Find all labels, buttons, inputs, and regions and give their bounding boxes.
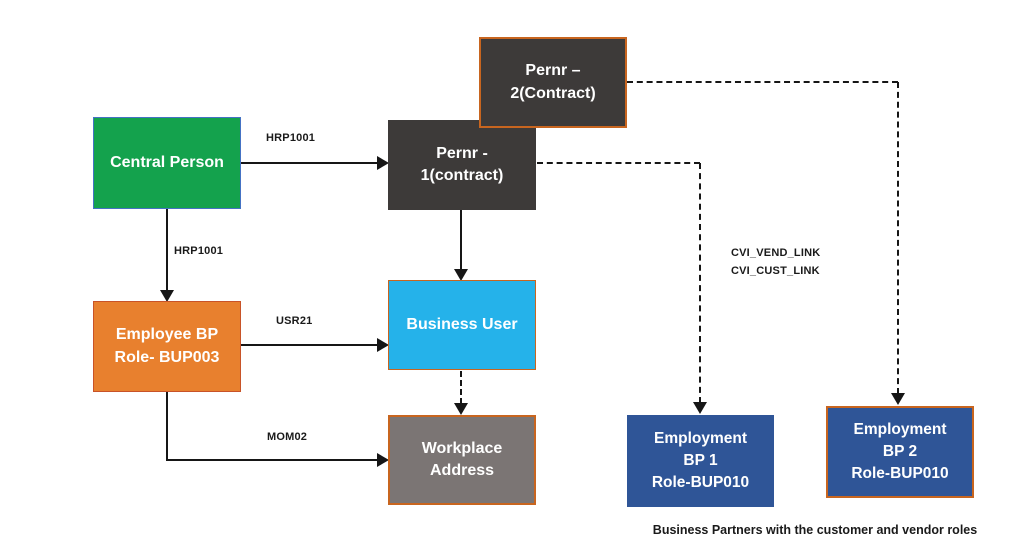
arrowhead-right-icon — [377, 338, 389, 352]
arrowhead-down-icon — [454, 269, 468, 281]
node-pernr-2-contract: Pernr – 2(Contract) — [479, 37, 627, 128]
node-label: Pernr - — [436, 144, 488, 162]
node-business-user: Business User — [388, 280, 536, 370]
node-label: Role-BUP010 — [851, 465, 949, 482]
node-label: Address — [429, 462, 495, 479]
arrowhead-right-icon — [377, 156, 389, 170]
node-label: Workplace — [421, 439, 503, 457]
node-label: 1(contract) — [420, 167, 504, 184]
edge-pernr1-to-employment-bp1-horizontal-dashed — [537, 162, 700, 164]
edge-pernr2-to-employment-bp2-vertical-dashed — [897, 82, 899, 394]
node-label: Role-BUP010 — [651, 474, 750, 491]
edge-label-cvi-vend-link: CVI_VEND_LINK — [731, 247, 821, 259]
arrowhead-down-icon — [160, 290, 174, 302]
node-pernr-1-contract: Pernr - 1(contract) — [388, 120, 536, 210]
edge-central-person-to-pernr1 — [241, 162, 379, 164]
node-label: BP 1 — [683, 452, 718, 469]
node-label: Employment — [653, 430, 747, 447]
edge-pernr1-to-employment-bp1-vertical-dashed — [699, 163, 701, 403]
node-label: Central Person — [110, 153, 224, 171]
edge-central-person-to-employee-bp — [166, 209, 168, 293]
edge-label-cvi-links: CVI_VEND_LINK CVI_CUST_LINK — [731, 245, 820, 280]
arrowhead-down-icon — [891, 393, 905, 405]
node-employment-bp1-role-bup010: Employment BP 1 Role-BUP010 — [627, 415, 774, 507]
edge-label-hrp1001-left: HRP1001 — [174, 245, 224, 257]
arrowhead-right-icon — [377, 453, 389, 467]
node-label: Business User — [406, 315, 518, 333]
node-central-person: Central Person — [93, 117, 241, 209]
node-label: BP 2 — [882, 443, 918, 460]
node-employee-bp-role-bup003: Employee BP Role- BUP003 — [93, 301, 241, 392]
node-label: Employment — [853, 421, 947, 438]
edge-employee-bp-to-workplace-horizontal — [166, 459, 379, 461]
edge-business-user-to-workplace-dashed — [460, 371, 462, 404]
diagram-caption: Business Partners with the customer and … — [652, 523, 978, 537]
edge-pernr2-to-employment-bp2-horizontal-dashed — [627, 81, 898, 83]
node-label: Pernr – — [525, 62, 581, 80]
arrowhead-down-icon — [454, 403, 468, 415]
edge-label-cvi-cust-link: CVI_CUST_LINK — [731, 264, 820, 277]
node-label: 2(Contract) — [510, 84, 596, 102]
edge-employee-bp-to-workplace-vertical — [166, 392, 168, 461]
edge-employee-bp-to-business-user — [241, 344, 379, 346]
edge-label-hrp1001-top: HRP1001 — [266, 132, 316, 144]
node-label: Employee BP — [115, 326, 219, 344]
edge-label-mom02: MOM02 — [267, 431, 308, 443]
edge-pernr1-to-business-user — [460, 210, 462, 272]
edge-label-usr21: USR21 — [276, 315, 313, 327]
node-workplace-address: Workplace Address — [388, 415, 536, 505]
node-label: Role- BUP003 — [114, 348, 220, 366]
node-employment-bp2-role-bup010: Employment BP 2 Role-BUP010 — [826, 406, 974, 498]
arrowhead-down-icon — [693, 402, 707, 414]
